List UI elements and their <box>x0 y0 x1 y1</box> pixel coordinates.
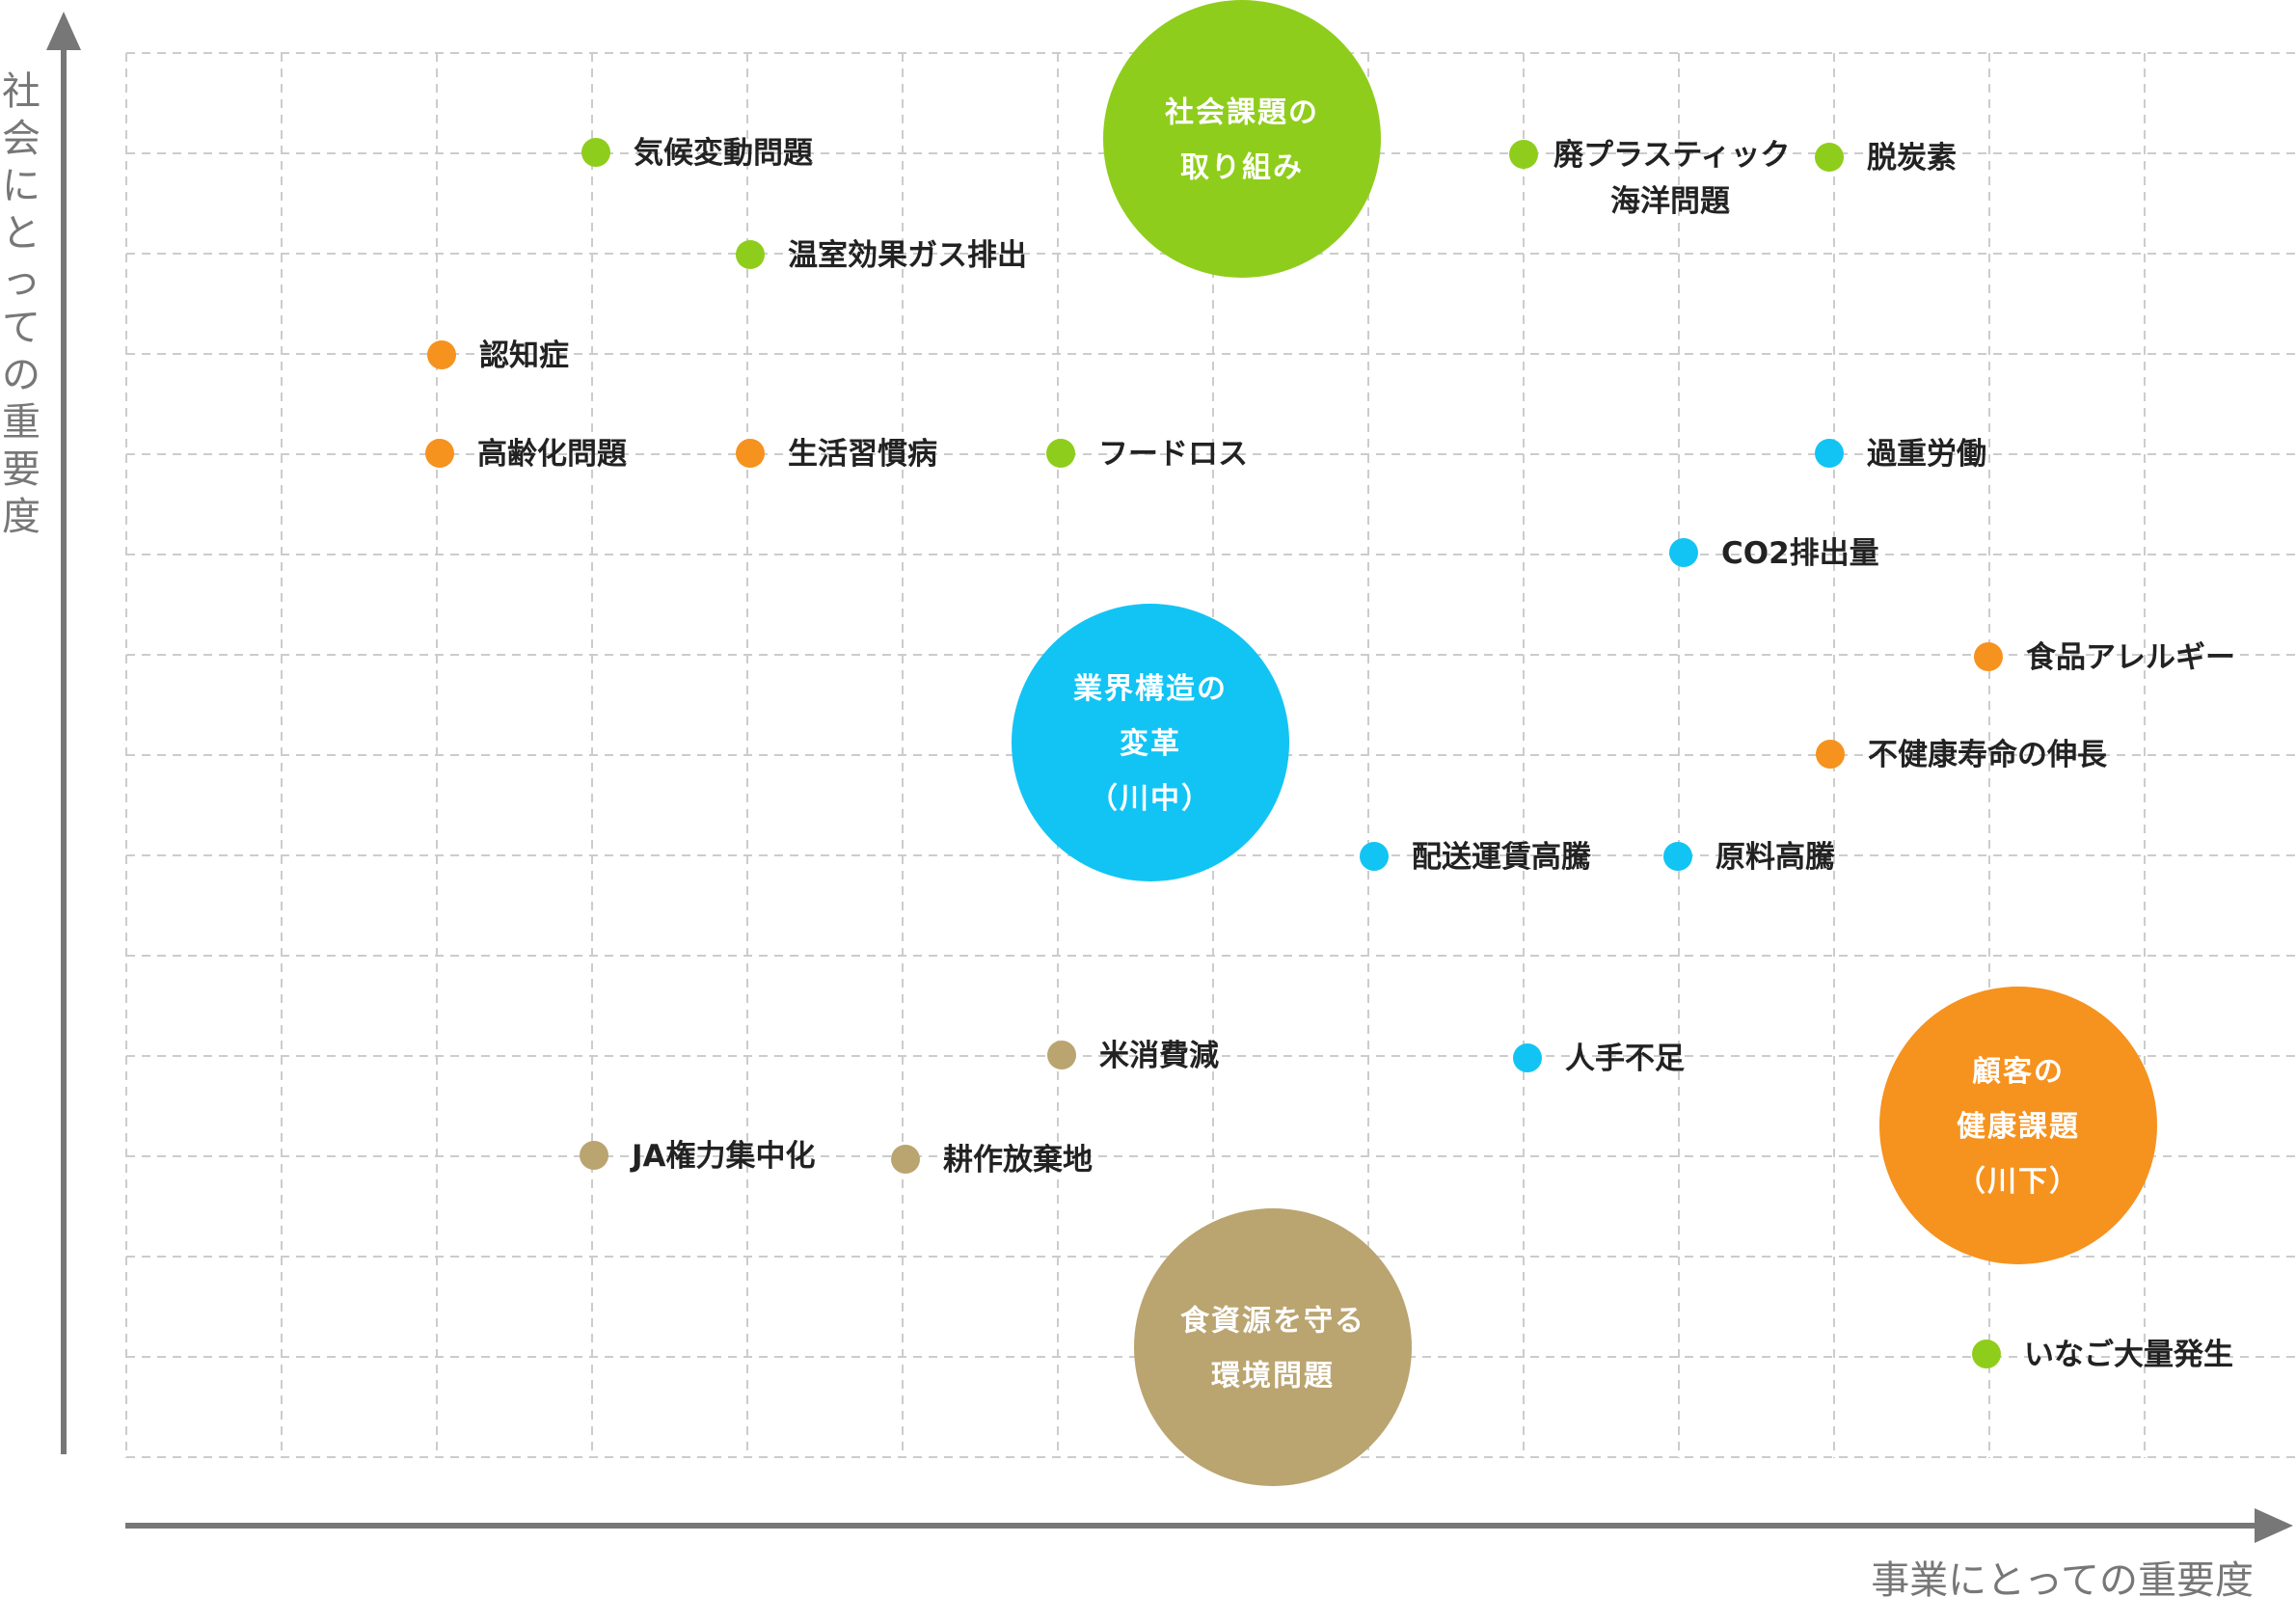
issue-dot <box>427 340 456 369</box>
issue-label: JA権力集中化 <box>630 1139 816 1174</box>
y-axis <box>46 12 81 1454</box>
issue-item: 認知症 <box>427 338 569 373</box>
issue-label: 廃プラスティック <box>1553 138 1791 173</box>
x-axis <box>125 1508 2293 1543</box>
y-axis-arrowhead <box>46 12 81 50</box>
category-label-line: 社会課題の <box>1165 96 1319 130</box>
category-label-line: 食資源を守る <box>1180 1305 1365 1339</box>
issue-dot <box>1047 1041 1076 1069</box>
issue-label: いなご大量発生 <box>2024 1338 2233 1372</box>
issue-dot <box>1046 439 1075 468</box>
issue-label: 認知症 <box>479 338 569 373</box>
issue-dot <box>1509 140 1538 169</box>
issue-item: 原料高騰 <box>1663 840 1835 875</box>
issue-label: 米消費減 <box>1099 1039 1219 1073</box>
issue-dot <box>1816 740 1845 769</box>
issue-label: 気候変動問題 <box>634 136 813 171</box>
issue-label: 食品アレルギー <box>2026 640 2235 675</box>
issue-dot <box>580 1141 608 1170</box>
issue-dot <box>1669 538 1698 567</box>
x-axis-arrowhead <box>2255 1508 2293 1543</box>
issue-item: 脱炭素 <box>1815 141 1957 176</box>
issue-dot <box>425 439 454 468</box>
issue-item: 温室効果ガス排出 <box>736 238 1027 273</box>
category-label-line: 業界構造の <box>1073 672 1228 706</box>
issue-item: 配送運賃高騰 <box>1360 840 1591 875</box>
category-label-line: 健康課題 <box>1957 1110 2080 1144</box>
issue-dot <box>736 240 765 269</box>
category-circle <box>1879 987 2157 1264</box>
category-label-line: 環境問題 <box>1211 1360 1335 1394</box>
issue-dot <box>581 138 610 167</box>
issue-item: 米消費減 <box>1047 1039 1219 1073</box>
issue-item: 耕作放棄地 <box>891 1143 1093 1177</box>
issue-item: 気候変動問題 <box>581 136 813 171</box>
issue-item: フードロス <box>1046 437 1248 472</box>
category-label-line: 顧客の <box>1972 1055 2065 1089</box>
category-circle <box>1012 604 1289 881</box>
issue-label: 過重労働 <box>1867 437 1986 472</box>
issue-label: 原料高騰 <box>1715 840 1835 875</box>
issue-item: JA権力集中化 <box>580 1139 816 1174</box>
category-label-line: 変革 <box>1120 727 1181 761</box>
category-circle <box>1103 0 1381 278</box>
issue-label: 不健康寿命の伸長 <box>1868 738 2108 772</box>
issue-label: 高齢化問題 <box>477 437 627 472</box>
issue-label: 脱炭素 <box>1867 141 1957 176</box>
issue-label: 配送運賃高騰 <box>1412 840 1591 875</box>
issue-label: フードロス <box>1098 437 1248 472</box>
issue-label: 温室効果ガス排出 <box>788 238 1027 273</box>
y-axis-title: 社会にとっての重要度 <box>2 69 41 539</box>
issue-label: 生活習慣病 <box>788 437 937 472</box>
issue-dot <box>891 1145 920 1174</box>
category-circle <box>1134 1208 1412 1486</box>
issue-dot <box>1815 143 1844 172</box>
issue-dot <box>1815 439 1844 468</box>
issue-dot <box>1974 642 2003 671</box>
issue-label: CO2排出量 <box>1721 536 1879 571</box>
category-label-line: 取り組み <box>1180 151 1304 185</box>
issue-item: 過重労働 <box>1815 437 1986 472</box>
issue-dot <box>1360 842 1389 871</box>
issue-label: 海洋問題 <box>1610 184 1730 219</box>
issue-dot <box>1972 1340 2001 1368</box>
issue-item: 食品アレルギー <box>1974 640 2235 675</box>
issue-item: いなご大量発生 <box>1972 1338 2233 1372</box>
issue-dot <box>1663 842 1692 871</box>
x-axis-title: 事業にとっての重要度 <box>1871 1558 2254 1597</box>
category-label-line: （川下） <box>1957 1165 2080 1199</box>
issue-dot <box>736 439 765 468</box>
category-label-line: （川中） <box>1089 782 1212 816</box>
issue-label: 耕作放棄地 <box>943 1143 1093 1177</box>
issue-item: 高齢化問題 <box>425 437 627 472</box>
issue-item: 生活習慣病 <box>736 437 937 472</box>
issue-item: CO2排出量 <box>1669 536 1879 571</box>
issue-item: 不健康寿命の伸長 <box>1816 738 2108 772</box>
issue-item: 人手不足 <box>1513 1042 1685 1076</box>
issue-dot <box>1513 1043 1542 1072</box>
issue-label: 人手不足 <box>1565 1042 1685 1076</box>
